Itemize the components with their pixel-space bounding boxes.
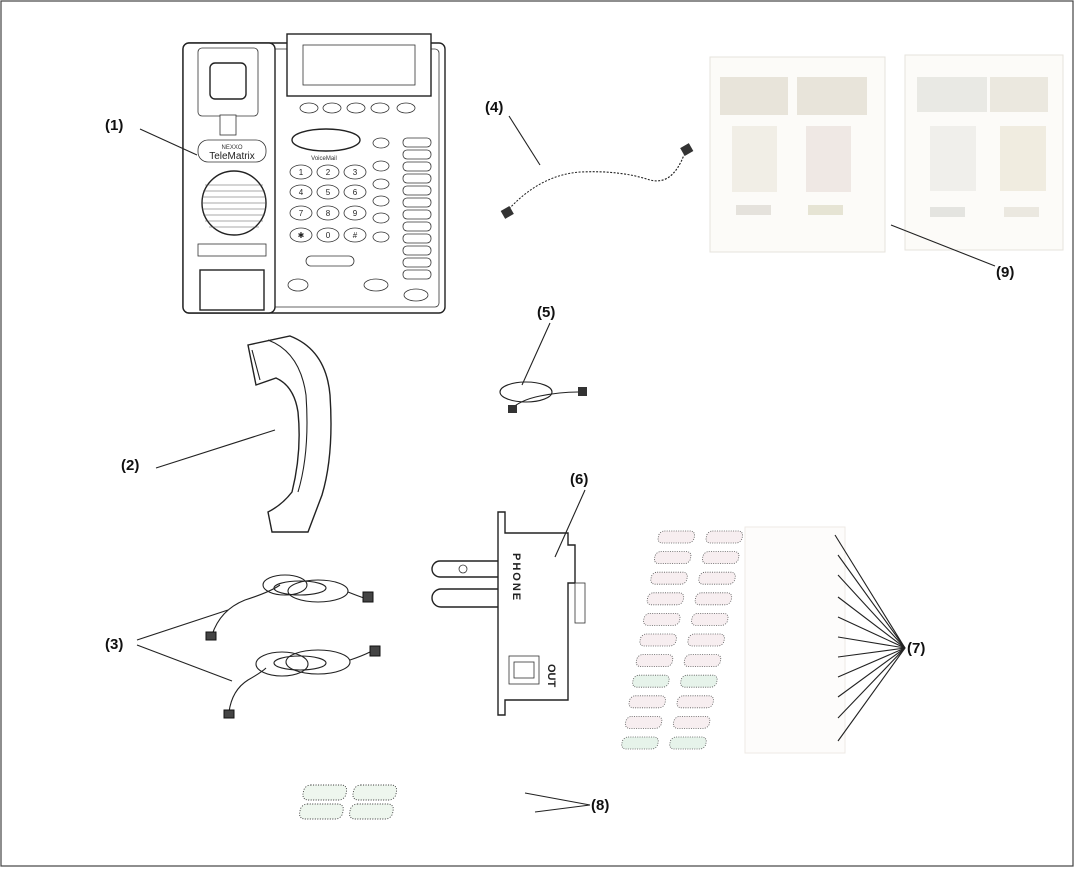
key-9: 9 [353, 209, 358, 218]
keypad: 1 2 3 4 5 6 7 8 9 ✱ 0 # [289, 164, 367, 243]
leader-lines [136, 115, 996, 813]
key-label [676, 695, 714, 709]
key-star: ✱ [298, 231, 305, 240]
key-label [669, 736, 707, 750]
phone-adapter: PHONE OUT [431, 511, 586, 716]
key-label [632, 674, 670, 688]
key-label [646, 592, 685, 606]
brand-name-text: TeleMatrix [209, 151, 255, 162]
line-cords [205, 574, 381, 719]
handset [247, 335, 332, 533]
function-buttons [299, 102, 416, 114]
key-label [628, 695, 666, 709]
blank-key-caps [299, 784, 398, 820]
adapter-plug-upper [431, 560, 508, 578]
brand-plate [197, 139, 267, 163]
programmable-keys [402, 137, 432, 280]
callout-1: (1) [105, 117, 123, 134]
adapter-phone-label: PHONE [510, 553, 522, 602]
side-function-buttons [372, 137, 390, 243]
key-1: 1 [299, 168, 304, 177]
callout-7: (7) [907, 640, 925, 657]
key-5: 5 [326, 188, 331, 197]
callout-5: (5) [537, 304, 555, 321]
brand-small-text: NEXXO [221, 145, 242, 151]
short-cord [499, 381, 587, 413]
key-label-sheet [621, 526, 846, 754]
key-3: 3 [353, 168, 358, 177]
key-label [639, 633, 677, 647]
key-label [683, 654, 722, 667]
callout-6: (6) [570, 471, 588, 488]
key-label [672, 716, 711, 729]
user-documents [709, 54, 1064, 253]
adapter-out-label: OUT [545, 664, 557, 688]
volume-rocker [305, 255, 355, 267]
key-label [680, 674, 718, 688]
telephone-base: NEXXO TeleMatrix VoiceMail 1 2 3 4 [182, 33, 446, 314]
key-hash: # [353, 231, 358, 240]
key-2: 2 [326, 168, 331, 177]
key-label [621, 736, 659, 750]
key-label [691, 613, 729, 626]
adapter-plug-lower [431, 588, 508, 608]
key-label [702, 551, 740, 564]
callout-8: (8) [591, 797, 609, 814]
key-label [694, 592, 733, 606]
callout-4: (4) [485, 99, 503, 116]
key-label [650, 571, 688, 585]
key-7: 7 [299, 209, 304, 218]
key-4: 4 [299, 188, 304, 197]
key-label [657, 530, 695, 544]
voicemail-label: VoiceMail [311, 156, 337, 162]
coiled-handset-cord [500, 143, 694, 219]
key-label [705, 530, 743, 544]
key-8: 8 [326, 209, 331, 218]
voicemail-button [291, 128, 361, 152]
key-0: 0 [326, 231, 331, 240]
key-label [624, 716, 663, 729]
key-label [635, 654, 674, 667]
callout-3: (3) [105, 636, 123, 653]
key-label [643, 613, 681, 626]
key-label [698, 571, 736, 585]
key-label [654, 551, 692, 564]
line-cord-upper [205, 574, 374, 641]
callout-9: (9) [996, 264, 1014, 281]
line-cord-lower [223, 645, 381, 719]
key-label [687, 633, 725, 647]
label-sheet-background [744, 526, 846, 754]
callout-2: (2) [121, 457, 139, 474]
key-6: 6 [353, 188, 358, 197]
